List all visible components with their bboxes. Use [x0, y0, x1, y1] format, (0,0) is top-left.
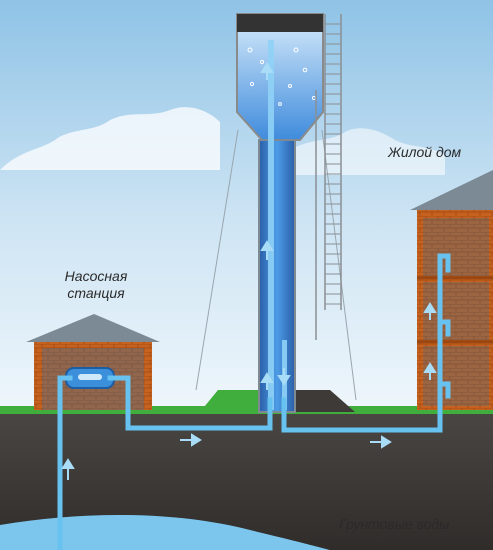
- pump-station-label-line1: Насосная: [64, 268, 128, 284]
- residential-house: [410, 170, 493, 410]
- tower-tank: [236, 13, 324, 141]
- clouds-right: [290, 128, 445, 175]
- water-tower: [195, 13, 357, 413]
- pump-station-roof: [26, 314, 160, 342]
- pipe-pump-to-tower: [107, 375, 273, 431]
- residential-house-label: Жилой дом: [388, 144, 462, 160]
- pipe-tower-to-house: [281, 253, 451, 433]
- house-floor-3: [423, 346, 489, 406]
- arrow-icon: [61, 62, 437, 480]
- soil-mound: [290, 390, 355, 412]
- tower-ladder: [315, 14, 342, 340]
- pump-unit-highlight: [78, 374, 102, 380]
- clouds: [0, 107, 220, 170]
- tower-tank-lid: [237, 14, 323, 32]
- pump-station-label: Насосная станция: [46, 268, 146, 302]
- house-floor-1: [423, 218, 489, 276]
- pipe-intake: [57, 375, 73, 550]
- pump-station-label-line2: станция: [67, 285, 125, 301]
- groundwater: [0, 514, 330, 550]
- pipe-network: [57, 253, 451, 550]
- house-roof: [410, 170, 493, 210]
- grass-mound: [200, 390, 262, 412]
- tower-shaft: [258, 139, 296, 413]
- groundwater-label: Грунтовые воды: [339, 516, 450, 532]
